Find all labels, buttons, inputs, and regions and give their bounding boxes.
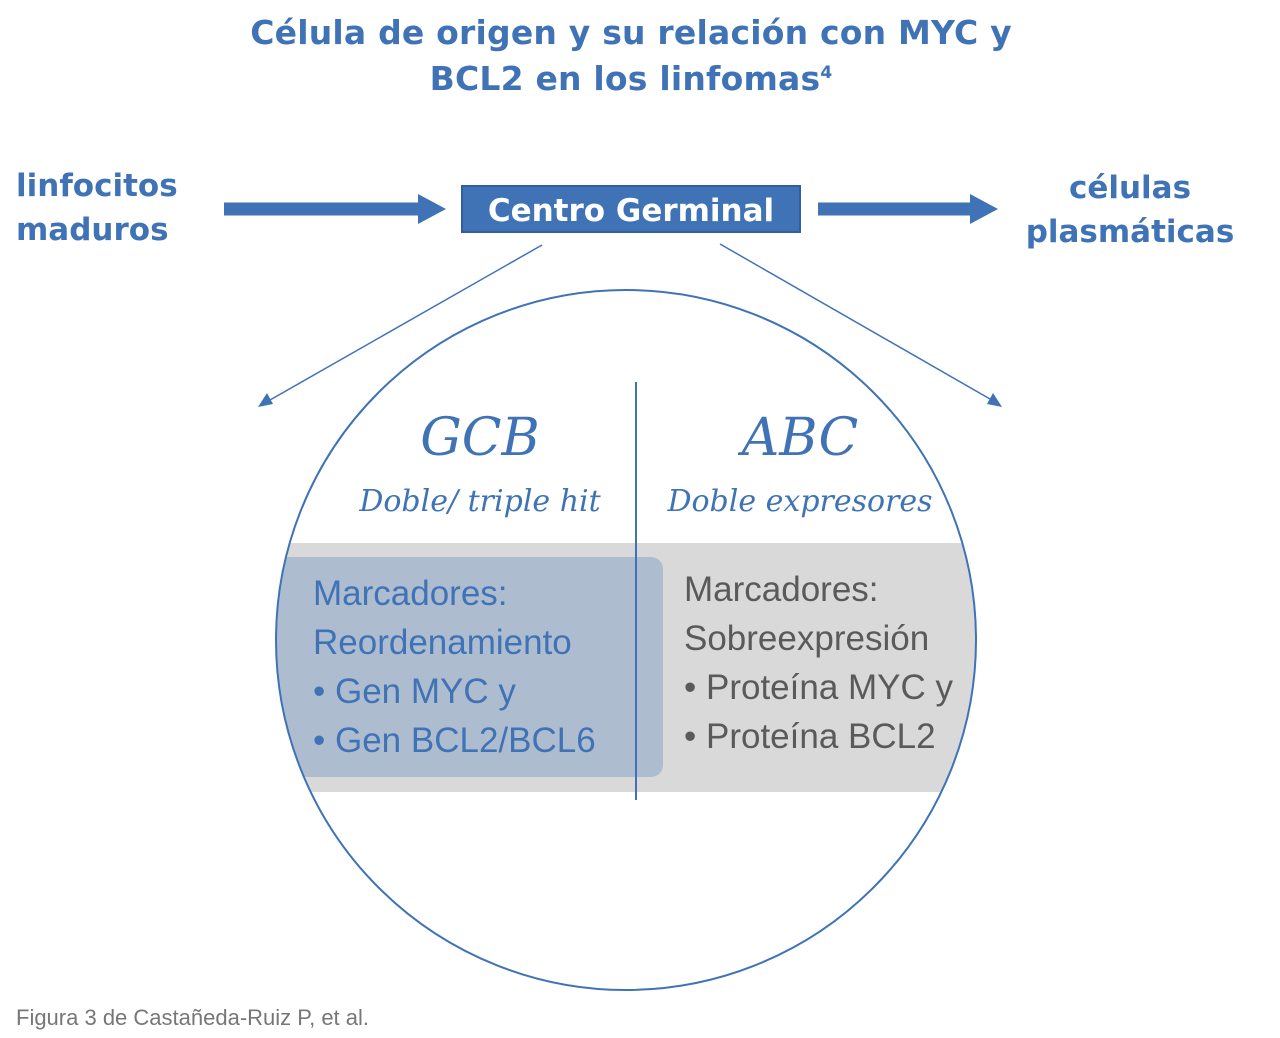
arrow-to-germinal-icon — [224, 194, 446, 224]
abc-subtitle: Doble expresores — [667, 484, 933, 519]
figure-title-line2-text: BCL2 en los linfomas — [429, 59, 821, 98]
gcb-subtitle: Doble/ triple hit — [359, 484, 601, 519]
gcb-title: GCB — [420, 408, 540, 468]
plasma-cells-label: células plasmáticas — [1012, 166, 1248, 254]
thin-arrow-left-icon — [258, 244, 543, 407]
gcb-marker-panel — [276, 557, 663, 777]
figure-title-line1: Célula de origen y su relación con MYC y — [250, 13, 1012, 52]
cell-circle — [275, 289, 977, 991]
reference-superscript: 4 — [820, 63, 833, 83]
left-label-line2: maduros — [16, 212, 169, 248]
abc-marker-line: Marcadores: — [684, 570, 879, 609]
gcb-marker-line: Marcadores: — [313, 574, 508, 613]
right-label-line1: células — [1068, 170, 1192, 206]
abc-marker-line: Sobreexpresión — [684, 619, 930, 658]
right-label-line2: plasmáticas — [1025, 214, 1235, 250]
abc-marker-line: • Proteína BCL2 — [684, 717, 936, 756]
gcb-marker-line: Reordenamiento — [313, 623, 572, 662]
mature-lymphocytes-label: linfocitos maduros — [16, 164, 178, 252]
thin-arrow-right-icon — [719, 243, 1002, 407]
figure-caption: Figura 3 de Castañeda-Ruiz P, et al. — [16, 1005, 370, 1030]
germinal-center-box: Centro Germinal — [461, 185, 801, 233]
gcb-markers-list: Marcadores: Reordenamiento • Gen MYC y •… — [313, 569, 596, 765]
abc-marker-line: • Proteína MYC y — [684, 668, 954, 707]
gcb-marker-line: • Gen MYC y — [313, 672, 516, 711]
figure-title: Célula de origen y su relación con MYC y… — [0, 10, 1262, 102]
figure-title-line2: BCL2 en los linfomas4 — [0, 56, 1262, 102]
arrow-to-plasma-icon — [818, 194, 998, 224]
left-label-line1: linfocitos — [16, 168, 178, 204]
gcb-marker-line: • Gen BCL2/BCL6 — [313, 721, 596, 760]
abc-markers-list: Marcadores: Sobreexpresión • Proteína MY… — [684, 565, 953, 761]
abc-title: ABC — [741, 408, 859, 468]
